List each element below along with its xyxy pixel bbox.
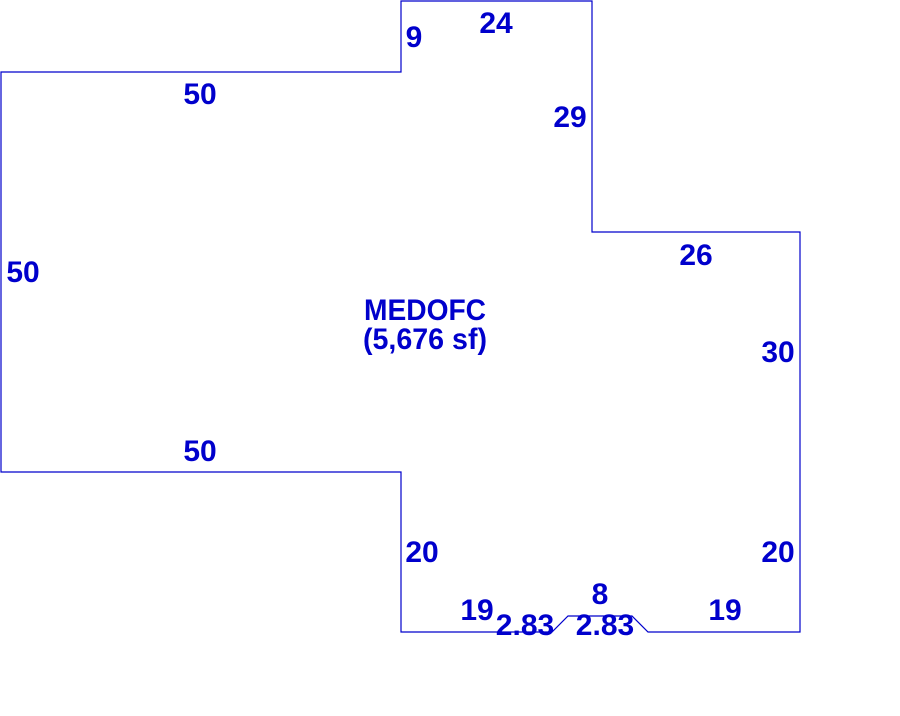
dim-label-lower-right-height: 20 bbox=[761, 536, 794, 569]
dim-label-bottom-left-segment: 19 bbox=[460, 594, 493, 627]
dim-label-bottom-right-segment: 19 bbox=[708, 594, 741, 627]
dim-label-notch-height: 9 bbox=[406, 21, 423, 54]
dim-label-lower-left-height: 20 bbox=[405, 536, 438, 569]
dim-label-bottom-left-width: 50 bbox=[183, 435, 216, 468]
dim-label-top-width: 24 bbox=[479, 7, 513, 40]
dim-label-bottom-center: 8 bbox=[592, 578, 609, 611]
dim-label-left-height: 50 bbox=[6, 256, 39, 289]
dim-label-chamfer-left: 2.83 bbox=[496, 609, 554, 642]
area-name-label: MEDOFC bbox=[364, 294, 486, 327]
dim-label-right-step-width: 26 bbox=[679, 239, 712, 272]
dim-label-right-height: 30 bbox=[761, 336, 794, 369]
building-outline bbox=[0, 0, 801, 633]
dim-label-upper-right-height: 29 bbox=[553, 101, 586, 134]
dim-label-chamfer-right: 2.83 bbox=[576, 609, 634, 642]
area-size-label: (5,676 sf) bbox=[363, 323, 487, 356]
dim-label-top-left-width: 50 bbox=[183, 78, 216, 111]
